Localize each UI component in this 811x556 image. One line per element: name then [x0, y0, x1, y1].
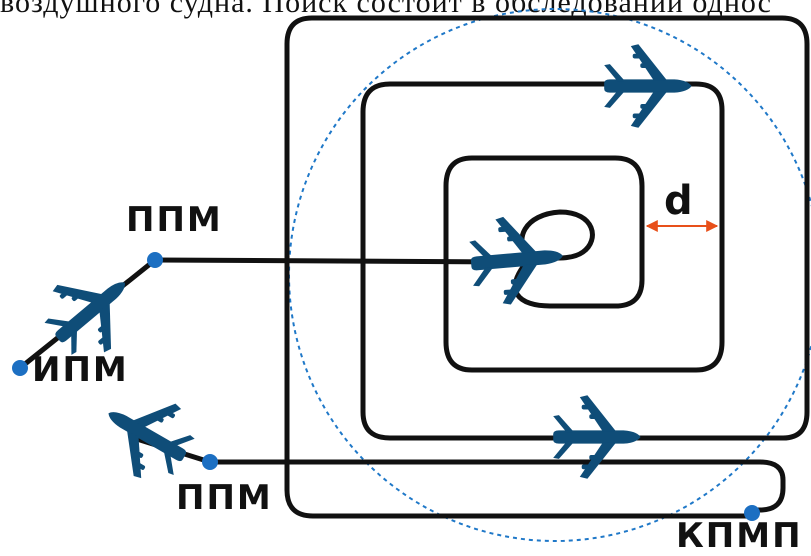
header-text: воздушного судна. Поиск состоит в обслед…: [0, 0, 772, 19]
waypoint-marker: [12, 252, 760, 521]
approach-leg: [152, 257, 523, 265]
label-ipm: ИПМ: [32, 350, 129, 390]
label-d: d: [664, 178, 695, 224]
label-ppm-top: ППМ: [126, 200, 223, 240]
inner-loop-path: [519, 209, 595, 261]
return-leg: [207, 459, 786, 513]
label-ppm-bottom: ППМ: [176, 478, 273, 518]
label-kpmp: КПМП: [676, 516, 803, 556]
spiral-search-path: [284, 15, 810, 519]
